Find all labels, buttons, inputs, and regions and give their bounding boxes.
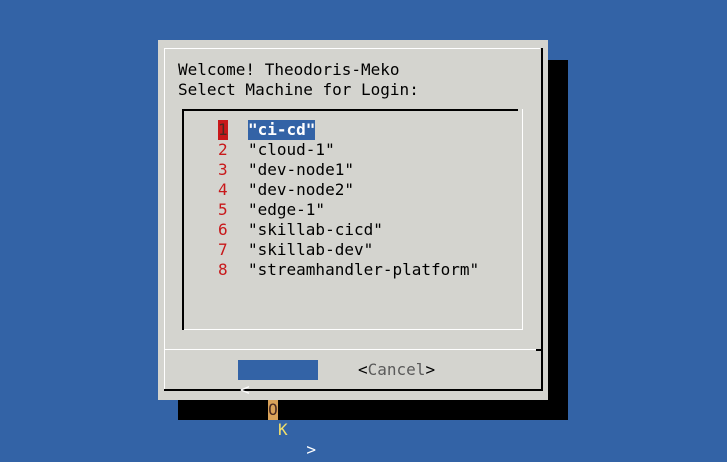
menu-item-number: 4: [218, 180, 228, 199]
menu-item-label: "cloud-1": [248, 140, 335, 159]
cancel-bracket-open: <: [358, 360, 368, 379]
ok-bracket-left: <: [240, 380, 250, 399]
menu-item-number: 5: [218, 200, 228, 219]
welcome-text: Welcome! Theodoris-Meko: [178, 60, 400, 79]
menu-item-number: 1: [218, 120, 228, 140]
dialog-frame-left: [164, 48, 165, 390]
menu-item-number: 7: [218, 240, 228, 259]
prompt-text: Select Machine for Login:: [178, 80, 419, 99]
button-separator: [164, 349, 541, 350]
menu-border-top: [182, 109, 518, 111]
menu-item[interactable]: 1 "ci-cd": [214, 120, 514, 140]
menu-item[interactable]: 4 "dev-node2": [214, 180, 514, 200]
button-separator-end: [536, 349, 542, 351]
menu-item[interactable]: 6 "skillab-cicd": [214, 220, 514, 240]
menu-item[interactable]: 2 "cloud-1": [214, 140, 514, 160]
menu-item-label: "dev-node2": [248, 180, 354, 199]
dialog-frame-bottom: [164, 389, 543, 391]
dialog: [158, 40, 548, 400]
menu-border-bottom: [184, 329, 523, 330]
cancel-button[interactable]: <Cancel>: [358, 360, 435, 380]
menu-item[interactable]: 8 "streamhandler-platform": [214, 260, 514, 280]
menu-item[interactable]: 3 "dev-node1": [214, 160, 514, 180]
menu-item[interactable]: 5 "edge-1": [214, 200, 514, 220]
ok-button[interactable]: < O K >: [238, 360, 318, 459]
menu-border-right: [522, 109, 523, 330]
dialog-frame-right: [541, 48, 543, 391]
cancel-bracket-close: >: [425, 360, 436, 379]
menu-item-number: 2: [218, 140, 228, 159]
menu-item-number: 8: [218, 260, 228, 279]
menu-item-number: 3: [218, 160, 228, 179]
menu-item-number: 6: [218, 220, 228, 239]
cancel-label: Cancel: [367, 360, 426, 379]
menu-item[interactable]: 7 "skillab-dev": [214, 240, 514, 260]
menu-border-left: [182, 109, 184, 330]
ok-hotkey: O: [268, 400, 278, 420]
menu-item-label: "edge-1": [248, 200, 326, 219]
dialog-frame-top: [164, 48, 540, 49]
menu-item-label: "skillab-dev": [248, 240, 374, 259]
menu-item-label: "dev-node1": [248, 160, 354, 179]
menu-item-label: "streamhandler-platform": [248, 260, 480, 279]
ok-bracket-right: >: [306, 440, 316, 459]
menu-item-label: "skillab-cicd": [248, 220, 383, 239]
menu-item-label: "ci-cd": [248, 120, 316, 140]
ok-label: K: [278, 420, 288, 439]
